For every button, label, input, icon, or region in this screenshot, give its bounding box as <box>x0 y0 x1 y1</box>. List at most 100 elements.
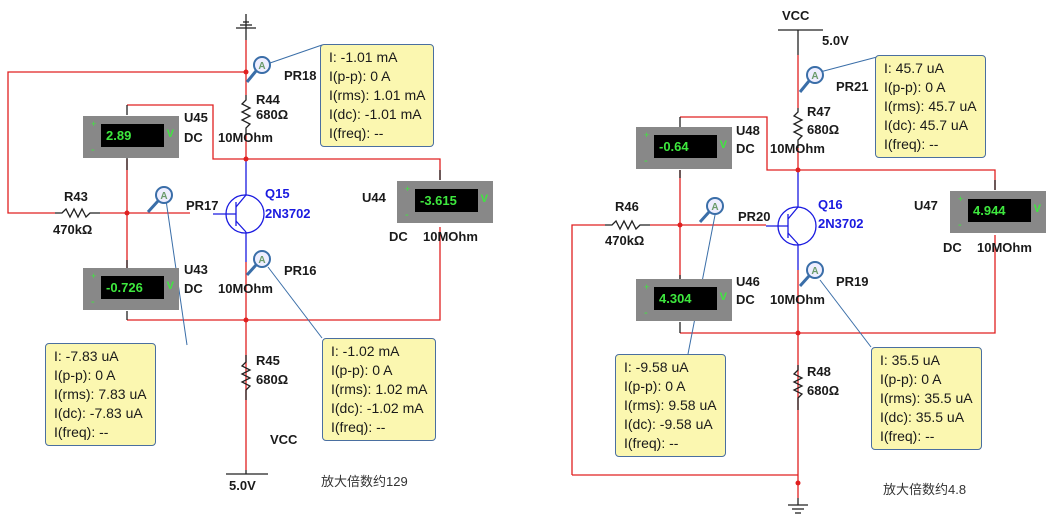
pr19-label: PR19 <box>836 274 869 289</box>
svg-text:A: A <box>160 191 167 202</box>
u44-unit: V <box>480 193 488 205</box>
pr16-ipp: I(p-p): 0 A <box>331 362 393 378</box>
u47-mode: DC <box>943 240 962 255</box>
r45-ref: R45 <box>256 353 280 368</box>
pr18-ifreq: I(freq): -- <box>329 125 384 141</box>
u46-reading: 4.304 <box>654 287 717 310</box>
pr18-i: I: -1.01 mA <box>329 49 398 65</box>
voltmeter-u47[interactable]: +- 4.944 V <box>950 191 1046 233</box>
resistor-r45 <box>240 355 252 400</box>
probe-pr19-icon <box>806 261 824 279</box>
u44-impedance: 10MOhm <box>423 229 478 244</box>
gain-note-left: 放大倍数约129 <box>321 474 408 489</box>
ground-symbol-left <box>236 14 256 40</box>
ground-symbol-right <box>788 498 808 514</box>
u48-ref: U48 <box>736 123 760 138</box>
q16-model: 2N3702 <box>818 216 864 231</box>
pr17-ipp: I(p-p): 0 A <box>54 367 116 383</box>
svg-text:A: A <box>258 255 265 266</box>
probe-pr16-icon <box>253 250 271 268</box>
r47-ref: R47 <box>807 104 831 119</box>
u48-reading: -0.64 <box>654 135 717 158</box>
r45-value: 680Ω <box>256 372 289 387</box>
u44-mode: DC <box>389 229 408 244</box>
pr18-irms: I(rms): 1.01 mA <box>329 87 426 103</box>
u48-impedance: 10MOhm <box>770 141 825 156</box>
u43-impedance: 10MOhm <box>218 281 273 296</box>
probe-pr21-icon <box>806 66 824 84</box>
resistor-r44 <box>240 95 252 135</box>
u48-mode: DC <box>736 141 755 156</box>
u46-impedance: 10MOhm <box>770 292 825 307</box>
pr19-irms: I(rms): 35.5 uA <box>880 390 973 406</box>
u47-reading: 4.944 <box>968 199 1031 222</box>
u47-impedance: 10MOhm <box>977 240 1032 255</box>
pr16-irms: I(rms): 1.02 mA <box>331 381 428 397</box>
voltmeter-u46[interactable]: +- 4.304 V <box>636 279 732 321</box>
r46-value: 470kΩ <box>605 233 645 248</box>
u43-reading: -0.726 <box>101 276 164 299</box>
svg-text:A: A <box>811 71 818 82</box>
probe-pr21-readout: I: 45.7 uA I(p-p): 0 A I(rms): 45.7 uA I… <box>875 55 986 158</box>
probe-pr20-icon <box>706 197 724 215</box>
resistor-r46 <box>605 219 650 231</box>
pr16-label: PR16 <box>284 263 317 278</box>
pr17-irms: I(rms): 7.83 uA <box>54 386 147 402</box>
pr20-i: I: -9.58 uA <box>624 359 689 375</box>
voltmeter-u43[interactable]: +- -0.726 V <box>83 268 179 310</box>
vcc-value-left: 5.0V <box>229 478 256 493</box>
vcc-symbol-right <box>778 29 823 55</box>
probe-pr20-readout: I: -9.58 uA I(p-p): 0 A I(rms): 9.58 uA … <box>615 354 726 457</box>
r44-value: 680Ω <box>256 107 289 122</box>
svg-text:A: A <box>811 266 818 277</box>
u46-unit: V <box>719 291 727 303</box>
u43-unit: V <box>166 280 174 292</box>
probe-pr18-readout: I: -1.01 mA I(p-p): 0 A I(rms): 1.01 mA … <box>320 44 435 147</box>
u46-ref: U46 <box>736 274 760 289</box>
pr20-ipp: I(p-p): 0 A <box>624 378 686 394</box>
pr21-label: PR21 <box>836 79 869 94</box>
pr21-irms: I(rms): 45.7 uA <box>884 98 977 114</box>
svg-text:A: A <box>711 202 718 213</box>
transistor-q15 <box>213 160 265 262</box>
u44-ref: U44 <box>362 190 386 205</box>
probe-icons <box>155 56 824 279</box>
u45-impedance: 10MOhm <box>218 130 273 145</box>
pr19-ifreq: I(freq): -- <box>880 428 935 444</box>
transistor-q16 <box>766 170 817 270</box>
pr21-idc: I(dc): 45.7 uA <box>884 117 969 133</box>
svg-text:A: A <box>258 61 265 72</box>
pr21-ipp: I(p-p): 0 A <box>884 79 946 95</box>
voltmeter-u48[interactable]: +- -0.64 V <box>636 127 732 169</box>
pr21-ifreq: I(freq): -- <box>884 136 939 152</box>
voltmeter-u45[interactable]: +- 2.89 V <box>83 116 179 158</box>
r46-ref: R46 <box>615 199 639 214</box>
u45-unit: V <box>166 128 174 140</box>
u44-reading: -3.615 <box>415 189 478 212</box>
u46-mode: DC <box>736 292 755 307</box>
u48-unit: V <box>719 139 727 151</box>
q16-ref: Q16 <box>818 197 843 212</box>
u47-ref: U47 <box>914 198 938 213</box>
probe-pr17-readout: I: -7.83 uA I(p-p): 0 A I(rms): 7.83 uA … <box>45 343 156 446</box>
gain-note-right: 放大倍数约4.8 <box>883 482 967 497</box>
pr18-label: PR18 <box>284 68 317 83</box>
r44-ref: R44 <box>256 92 280 107</box>
pr17-i: I: -7.83 uA <box>54 348 119 364</box>
probe-pr17-icon <box>155 186 173 204</box>
pr18-idc: I(dc): -1.01 mA <box>329 106 422 122</box>
r43-value: 470kΩ <box>53 222 93 237</box>
voltmeter-u44[interactable]: +- -3.615 V <box>397 181 493 223</box>
pr17-idc: I(dc): -7.83 uA <box>54 405 143 421</box>
u47-unit: V <box>1033 203 1041 215</box>
u43-ref: U43 <box>184 262 208 277</box>
r43-ref: R43 <box>64 189 88 204</box>
u45-mode: DC <box>184 130 203 145</box>
pr20-ifreq: I(freq): -- <box>624 435 679 451</box>
u43-mode: DC <box>184 281 203 296</box>
probe-pr18-icon <box>253 56 271 74</box>
resistor-r47 <box>792 108 804 148</box>
pr21-i: I: 45.7 uA <box>884 60 944 76</box>
vcc-symbol-left <box>226 470 268 475</box>
